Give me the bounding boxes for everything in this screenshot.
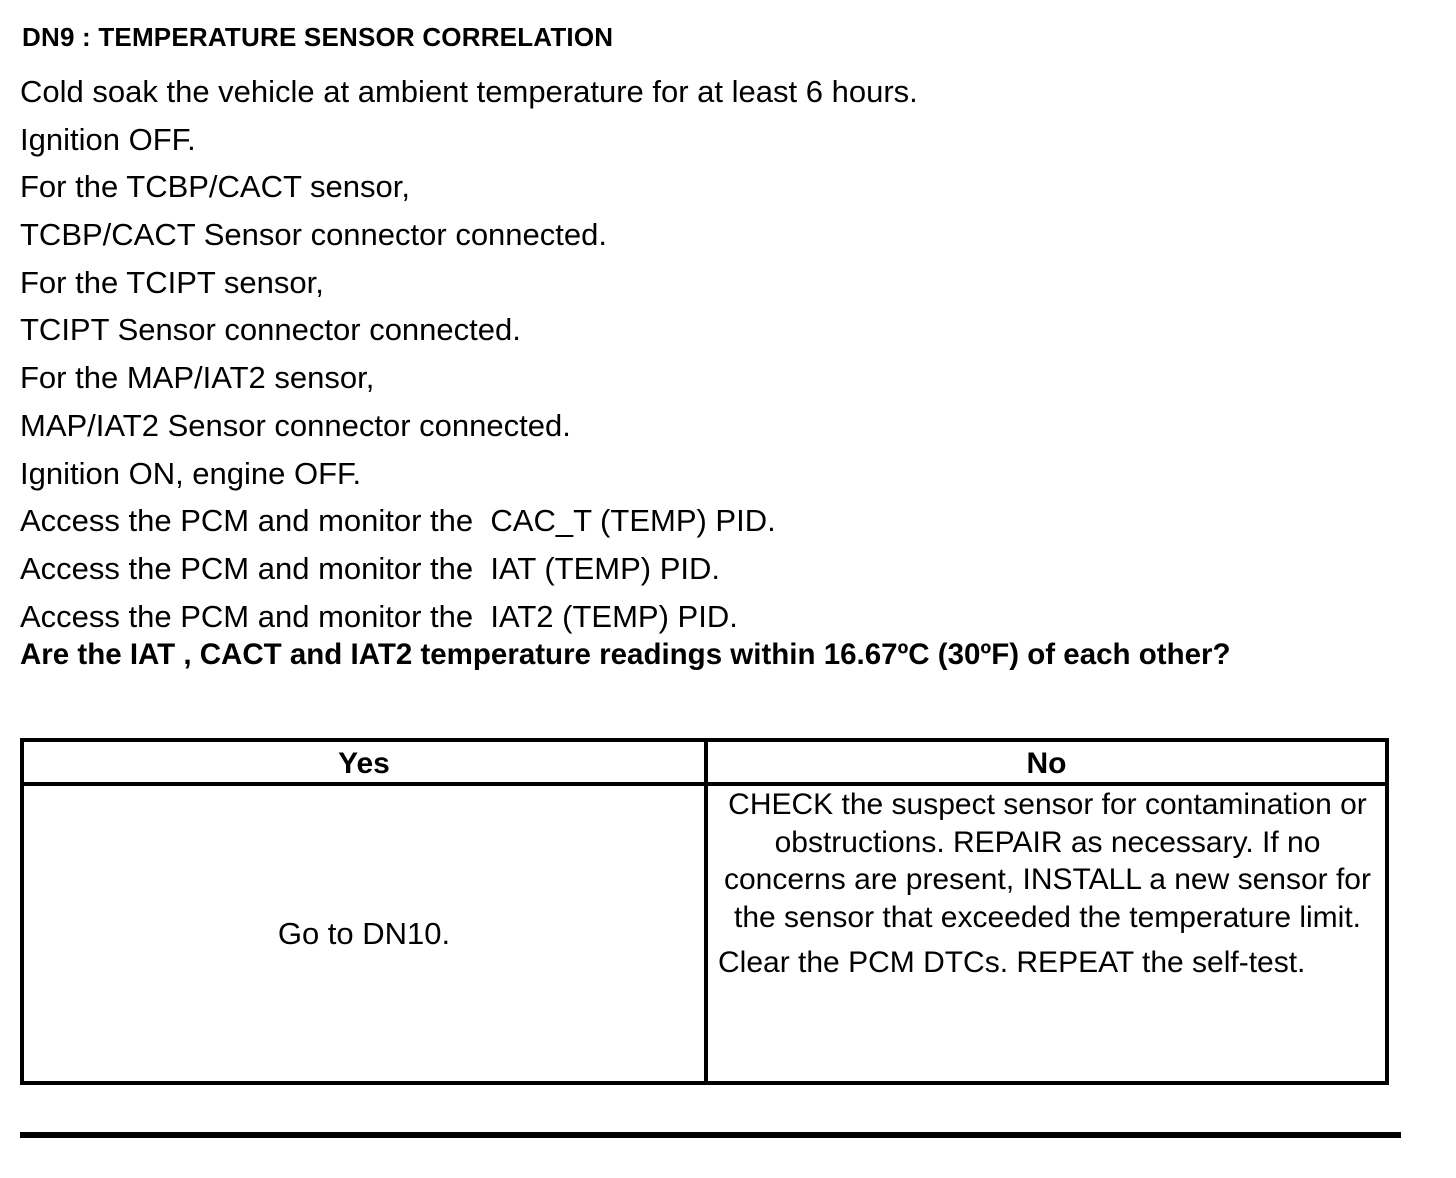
- no-cell: CHECK the suspect sensor for contaminati…: [710, 786, 1385, 1081]
- step-line: Access the PCM and monitor the CAC_T (TE…: [20, 503, 776, 539]
- procedure-steps: Cold soak the vehicle at ambient tempera…: [20, 68, 918, 640]
- step-heading: DN9 : TEMPERATURE SENSOR CORRELATION: [22, 22, 614, 52]
- step-line: For the MAP/IAT2 sensor,: [20, 360, 375, 396]
- step-line: TCIPT Sensor connector connected.: [20, 312, 521, 348]
- step-line: Ignition OFF.: [20, 121, 196, 157]
- header-divider: [24, 782, 1385, 786]
- step-line: MAP/IAT2 Sensor connector connected.: [20, 407, 571, 443]
- yes-header: Yes: [338, 747, 390, 780]
- step-line: Access the PCM and monitor the IAT (TEMP…: [20, 550, 721, 586]
- no-action-clear: Clear the PCM DTCs. REPEAT the self-test…: [718, 946, 1306, 979]
- diagnostic-question: Are the IAT , CACT and IAT2 temperature …: [20, 638, 1231, 671]
- step-line: For the TCIPT sensor,: [20, 264, 324, 300]
- yes-action: Go to DN10.: [277, 915, 451, 951]
- no-action-check: CHECK the suspect sensor for contaminati…: [724, 788, 1371, 934]
- bottom-rule: [20, 1132, 1401, 1138]
- step-line: Cold soak the vehicle at ambient tempera…: [20, 74, 918, 109]
- column-divider: [704, 742, 708, 1081]
- result-table: Yes No Go to DN10. CHECK the suspect sen…: [20, 738, 1389, 1085]
- step-line: Ignition ON, engine OFF.: [20, 455, 362, 491]
- yes-cell: Go to DN10.: [24, 786, 704, 1081]
- step-line: For the TCBP/CACT sensor,: [20, 169, 410, 205]
- step-line: Access the PCM and monitor the IAT2 (TEM…: [20, 598, 738, 634]
- step-line: TCBP/CACT Sensor connector connected.: [20, 217, 607, 253]
- no-header: No: [1026, 747, 1067, 780]
